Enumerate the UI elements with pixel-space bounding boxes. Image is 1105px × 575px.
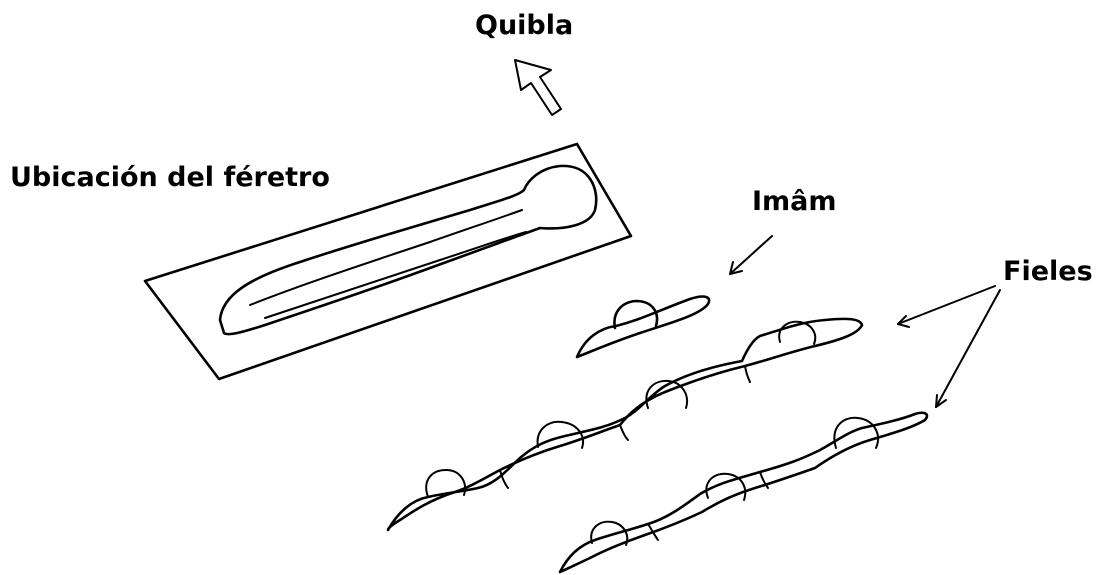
imam-pointer-arrow	[730, 236, 772, 274]
faithful-row-1	[388, 319, 862, 530]
faithful-pointer-arrows	[898, 286, 1000, 407]
qibla-direction-icon	[515, 60, 561, 115]
faithful-row-2	[560, 413, 927, 572]
coffin-mat	[145, 144, 631, 379]
imam-figure	[577, 297, 709, 357]
coffin-body	[220, 166, 596, 334]
